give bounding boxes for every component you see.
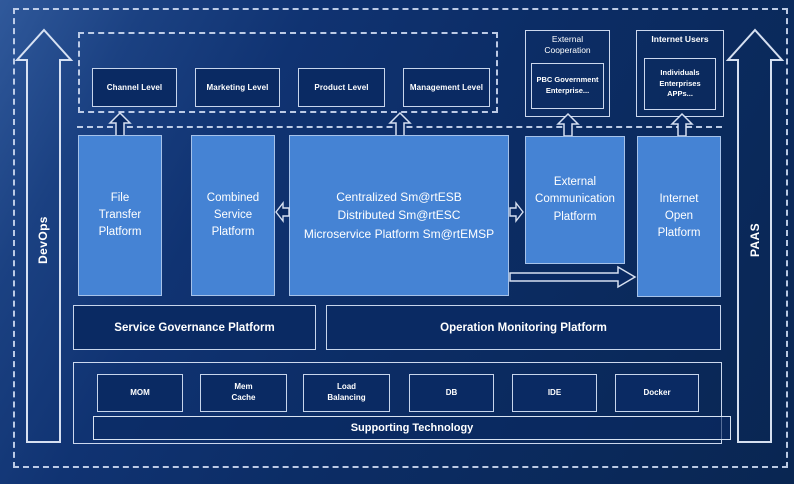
internet-open-platform-box: Internet Open Platform <box>637 136 721 297</box>
level-box-marketing: Marketing Level <box>195 68 280 107</box>
level-box-channel: Channel Level <box>92 68 177 107</box>
tech-box-load-balancing: Load Balancing <box>303 374 390 412</box>
outer-dashed-border <box>13 8 788 468</box>
devops-label: DevOps <box>36 216 50 264</box>
tech-box-db: DB <box>409 374 494 412</box>
esb-to-internet-open-arrow <box>509 265 637 289</box>
tech-box-docker: Docker <box>615 374 699 412</box>
up-arrow-channel <box>108 111 132 137</box>
level-box-product: Product Level <box>298 68 385 107</box>
supporting-technology-bar: Supporting Technology <box>93 416 731 440</box>
file-transfer-platform-box: File Transfer Platform <box>78 135 162 296</box>
supporting-technology-container <box>73 362 722 444</box>
tech-box-ide: IDE <box>512 374 597 412</box>
operation-monitoring-label: Operation Monitoring Platform <box>440 321 607 334</box>
left-connector-arrow <box>275 200 290 224</box>
external-cooperation-members: PBC Government Enterprise... <box>531 63 604 109</box>
tech-label: Docker <box>643 387 671 397</box>
paas-label: PAAS <box>748 222 762 258</box>
tech-label: Mem Cache <box>231 382 256 402</box>
tech-box-mem-cache: Mem Cache <box>200 374 287 412</box>
tech-box-mom: MOM <box>97 374 183 412</box>
level-label: Product Level <box>314 83 369 92</box>
tech-label: IDE <box>547 387 562 397</box>
levels-dashed-box <box>78 32 498 113</box>
internet-users-members: Individuals Enterprises APPs... <box>644 58 716 110</box>
devops-up-arrow <box>14 28 74 443</box>
up-arrow-management <box>388 111 412 137</box>
service-governance-platform-box: Service Governance Platform <box>73 305 316 350</box>
internet-users-box: Internet Users Individuals Enterprises A… <box>636 30 724 117</box>
level-label: Marketing Level <box>206 83 269 92</box>
internet-users-title: Internet Users <box>651 34 709 44</box>
external-cooperation-title: External Cooperation <box>544 34 591 56</box>
tech-label: DB <box>445 387 458 397</box>
level-box-management: Management Level <box>403 68 490 107</box>
right-connector-arrow <box>509 200 524 224</box>
operation-monitoring-platform-box: Operation Monitoring Platform <box>326 305 721 350</box>
supporting-technology-label: Supporting Technology <box>350 422 474 434</box>
level-label: Channel Level <box>106 83 163 92</box>
paas-up-arrow <box>725 28 785 443</box>
up-arrow-external-cooperation <box>556 112 580 137</box>
external-cooperation-box: External Cooperation PBC Government Ente… <box>525 30 610 117</box>
esb-platform-box: Centralized Sm@rtESB Distributed Sm@rtES… <box>289 135 509 296</box>
level-label: Management Level <box>409 83 484 92</box>
combined-service-platform-box: Combined Service Platform <box>191 135 275 296</box>
tech-label: MOM <box>130 387 150 397</box>
tech-label: Load Balancing <box>327 382 366 402</box>
up-arrow-internet-users <box>670 112 694 137</box>
external-communication-platform-box: External Communication Platform <box>525 136 625 264</box>
service-governance-label: Service Governance Platform <box>114 321 275 334</box>
